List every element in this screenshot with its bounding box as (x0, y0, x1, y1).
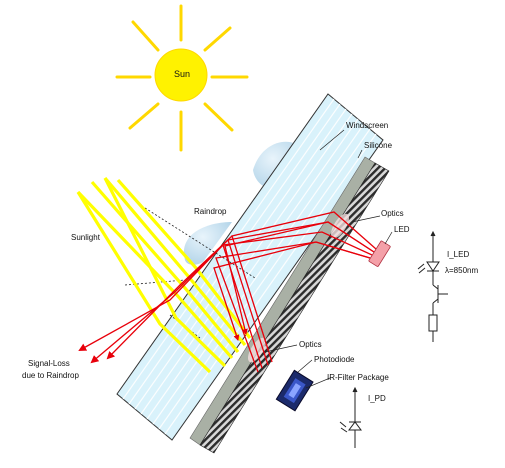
windscreen (116, 93, 384, 441)
photodiode-circuit (339, 386, 362, 448)
photodiode-icon (275, 369, 314, 412)
leader-lines (264, 129, 393, 389)
signal-loss-label-line2: due to Raindrop (22, 371, 79, 380)
ir-filter-label: IR-Filter Package (327, 373, 389, 382)
led-symbol-icon (417, 261, 440, 274)
transistor-symbol-icon (432, 284, 448, 304)
silicone-label: Silicone (364, 141, 393, 150)
led-driver-circuit (417, 230, 448, 342)
i-led-label: I_LED (447, 250, 469, 259)
resistor-symbol-icon (428, 314, 438, 332)
led-beams (78, 211, 377, 373)
led-icon (368, 240, 391, 267)
sun-icon (115, 4, 249, 152)
led-label: LED (394, 225, 410, 234)
photodiode-symbol-icon (339, 421, 362, 433)
sun-label: Sun (174, 69, 190, 79)
windscreen-label: Windscreen (346, 121, 388, 130)
optics-top-lens (331, 213, 349, 239)
photodiode-label: Photodiode (314, 355, 355, 364)
signal-loss-label-line1: Signal-Loss (28, 359, 70, 368)
sunlight-label: Sunlight (71, 233, 101, 242)
wavelength-label: λ=850nm (445, 266, 478, 275)
optics-bottom-label: Optics (299, 340, 322, 349)
optics-top-label: Optics (381, 209, 404, 218)
raindrop-label: Raindrop (194, 207, 227, 216)
i-pd-label: I_PD (368, 394, 386, 403)
